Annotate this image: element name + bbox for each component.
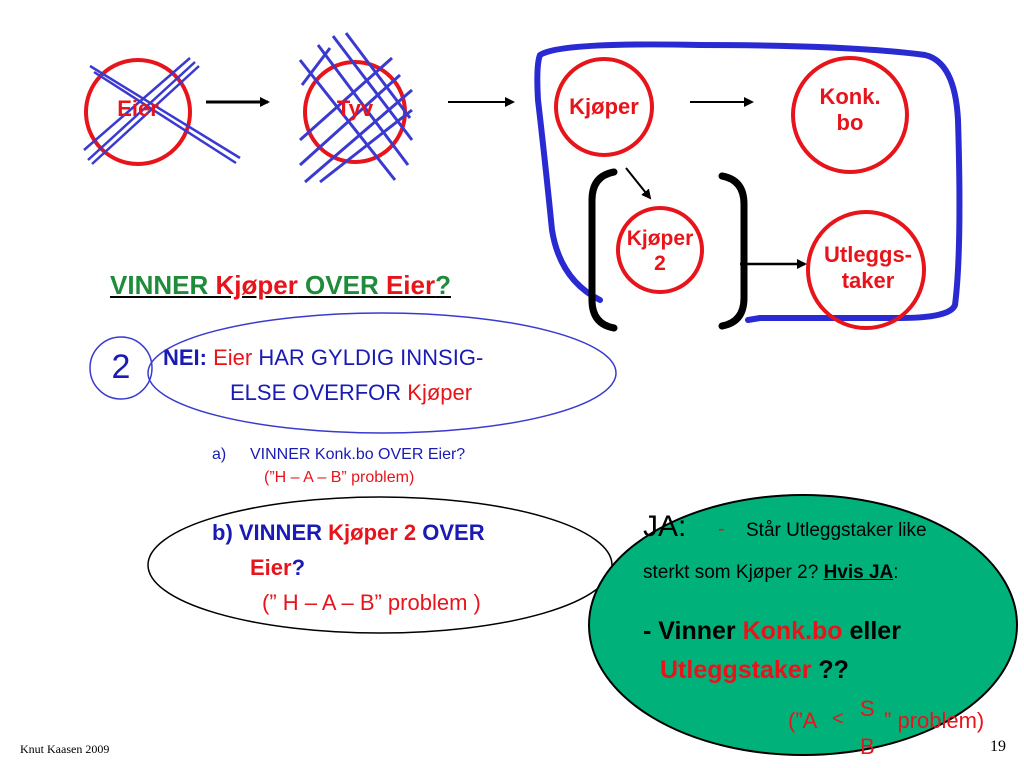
konkbo-node — [791, 56, 909, 174]
ja-line2b: Hvis JA — [823, 562, 894, 583]
utleggstaker-label-line1: Utleggs- — [824, 242, 912, 267]
item-a-note: (”H – A – B” problem) — [264, 469, 415, 486]
ja-line4b: ?? — [811, 656, 849, 684]
konkbo-label-line2: bo — [836, 110, 864, 136]
answer-number: 2 — [111, 348, 131, 386]
item-b-part2: Kjøper 2 — [328, 520, 417, 545]
konkbo-label: Konk. bo — [800, 84, 900, 137]
kjoper2-label-line1: Kjøper — [626, 227, 694, 250]
utleggstaker-label-line2: taker — [841, 268, 895, 294]
item-b-part4: Eier — [250, 555, 292, 580]
arrow-kjoper-kjoper2 — [625, 167, 652, 200]
question-part2: Kjøper — [215, 270, 298, 300]
answer2-line1: NEI: Eier HAR GYLDIG INNSIG- — [163, 345, 483, 371]
item-b-part3: OVER — [416, 520, 485, 545]
answer2-eier: Eier — [207, 345, 253, 370]
answer2-ellipse — [147, 312, 617, 434]
ja-line3a: - Vinner — [643, 617, 743, 645]
eier-cross-out — [83, 57, 241, 165]
ja-line3b: Konk.bo — [742, 617, 843, 645]
ja-line4a: Utleggstaker — [660, 656, 812, 684]
answer2-rest1: HAR GYLDIG INNSIG- — [252, 345, 484, 370]
item-a-text: VINNER Konk.bo OVER Eier? — [250, 446, 466, 463]
ja-line2: sterkt som Kjøper 2? Hvis JA: — [643, 562, 899, 584]
tyv-label: Tyv — [336, 96, 374, 121]
problem-b: B — [860, 734, 875, 759]
answer2-rest2: ELSE OVERFOR — [230, 380, 408, 405]
ja-line3c: eller — [842, 617, 901, 645]
ja-title: JA: — [643, 510, 687, 543]
question-part1: VINNER — [110, 270, 216, 300]
left-bracket — [588, 168, 618, 332]
ja-line2a: sterkt som Kjøper 2? — [643, 562, 824, 583]
utleggstaker-node — [806, 210, 926, 330]
answer2-kjoper: Kjøper — [407, 380, 473, 405]
item-b-note: (” H – A – B” problem ) — [262, 590, 481, 615]
item-a-marker: a) — [212, 446, 227, 463]
item-b-part5: ? — [291, 555, 306, 580]
question-part5: ? — [435, 270, 451, 300]
ja-line4: Utleggstaker ?? — [660, 656, 849, 685]
ja-dash: - — [718, 518, 725, 540]
kjoper-label: Kjøper — [569, 94, 639, 119]
kjoper-group-boundary — [534, 41, 963, 323]
eier-label: Eier — [117, 96, 159, 121]
problem-prefix: (”A — [788, 708, 818, 733]
number-circle — [89, 336, 153, 400]
kjoper2-label-line2: 2 — [654, 252, 666, 276]
main-question: VINNER Kjøper OVER Eier? — [110, 270, 451, 301]
tyv-cross-out — [298, 32, 414, 184]
ja-line1: Står Utleggstaker like — [746, 520, 927, 541]
kjoper2-label: Kjøper 2 — [615, 226, 705, 276]
eier-node — [84, 58, 192, 166]
item-b-line2: Eier? — [250, 555, 305, 581]
item-b-line1: b) VINNER Kjøper 2 OVER — [212, 520, 485, 546]
question-part4: Eier — [385, 270, 436, 300]
utleggstaker-label: Utleggs- taker — [808, 242, 928, 295]
kjoper-node — [554, 57, 654, 157]
ja-line3: - Vinner Konk.bo eller — [643, 617, 901, 646]
question-part3: OVER — [297, 270, 386, 300]
nei-label: NEI: — [163, 345, 207, 370]
konkbo-label-line1: Konk. — [819, 84, 881, 109]
page-number: 19 — [990, 738, 1006, 755]
problem-lt: < — [832, 708, 844, 730]
answer2-line2: ELSE OVERFOR Kjøper — [230, 380, 472, 406]
ja-line2c: : — [893, 562, 899, 583]
item-b-part1: b) VINNER — [212, 520, 329, 545]
ja-ellipse — [588, 494, 1018, 756]
right-bracket — [718, 172, 748, 330]
footer-author: Knut Kaasen 2009 — [20, 742, 110, 756]
problem-suffix: ” problem) — [884, 708, 985, 733]
kjoper2-node — [616, 206, 704, 294]
problem-s: S — [860, 696, 875, 721]
